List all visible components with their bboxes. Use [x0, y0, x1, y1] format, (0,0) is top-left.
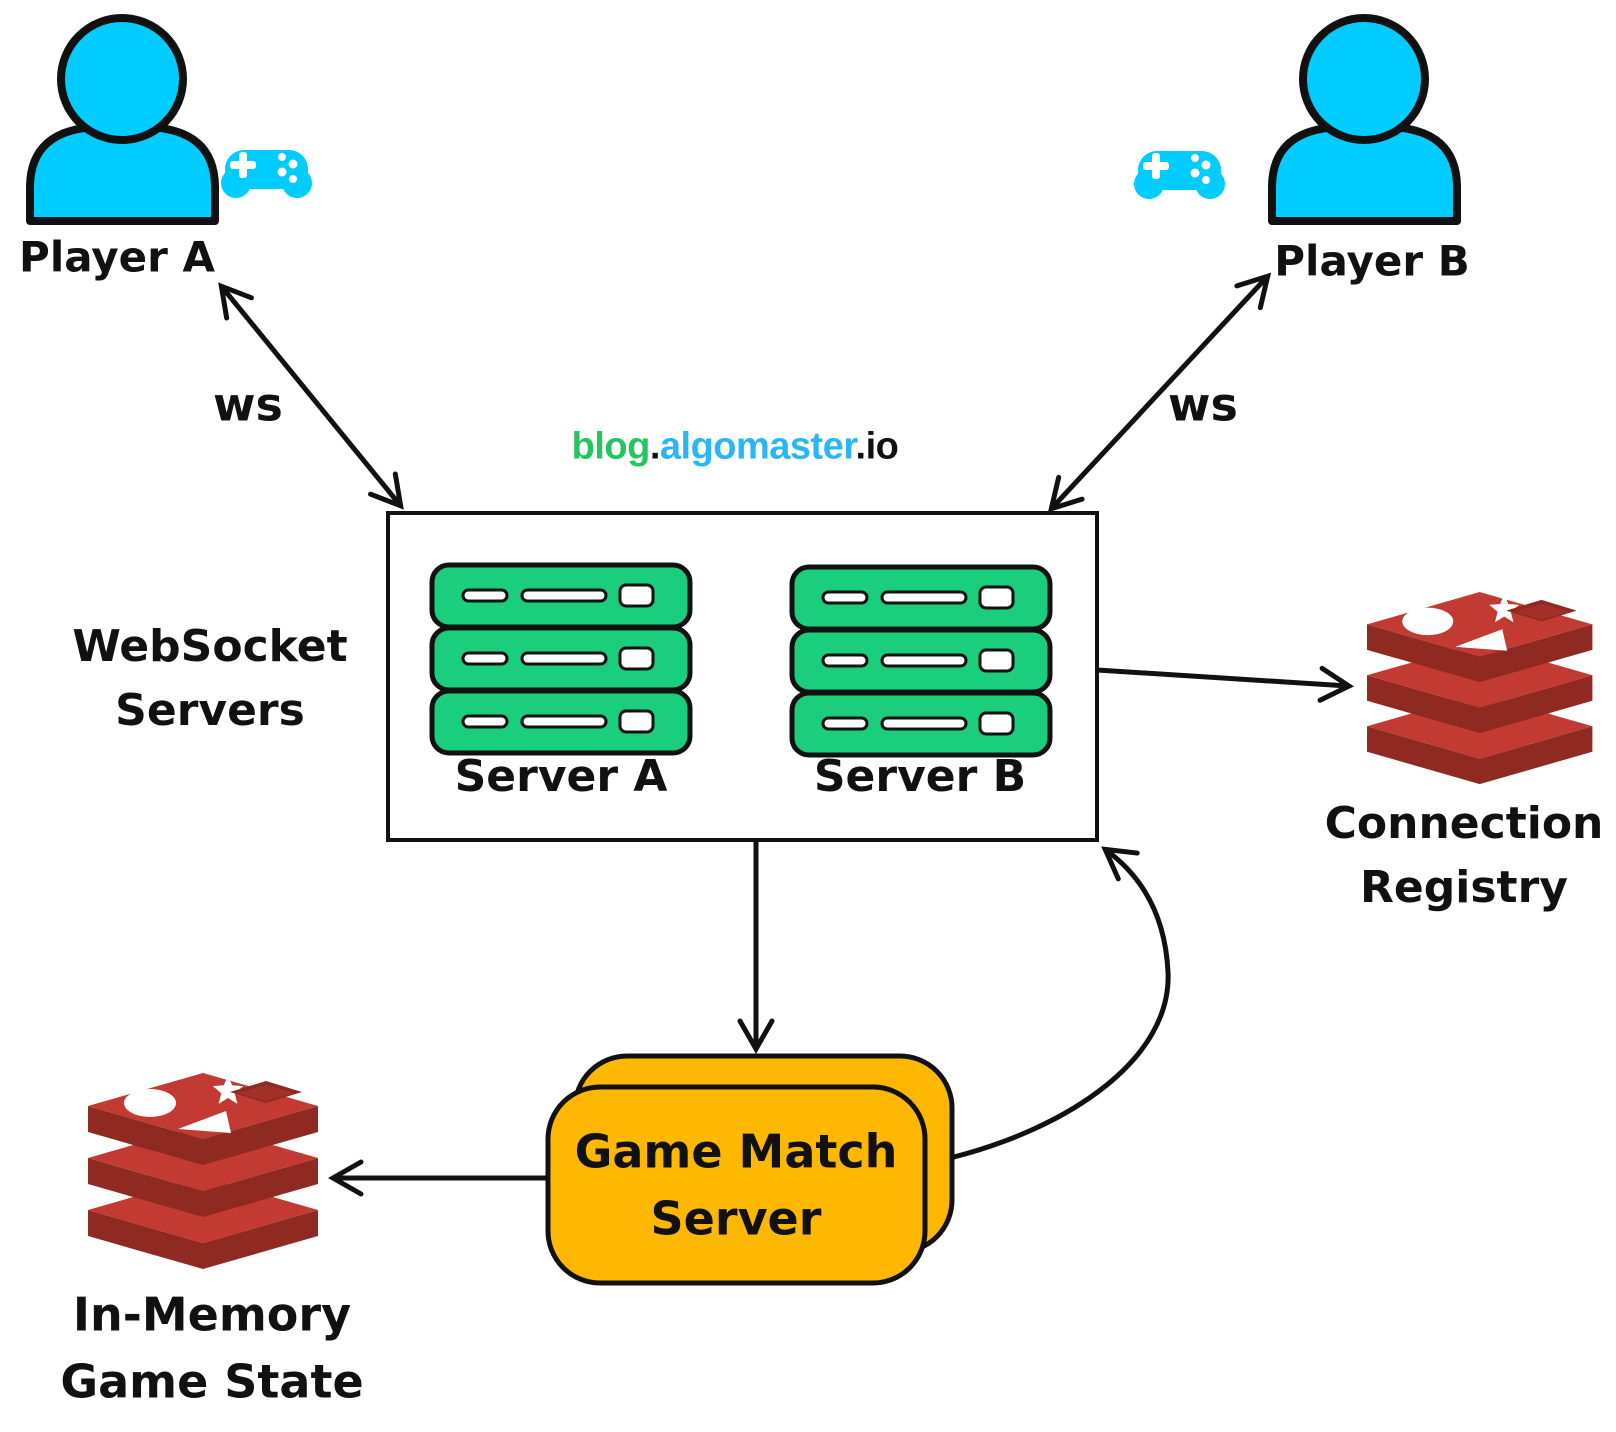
match-to-websocket-arrow [947, 846, 1171, 1161]
player-b-label: Player B [1274, 236, 1470, 286]
game-match-server-label: Game Match Server [575, 1118, 898, 1251]
ws-connection-arrow-a [218, 282, 404, 510]
registry-arrow [1094, 665, 1355, 703]
redis-database-icon-game-state [88, 1073, 318, 1269]
in-memory-game-state-label: In-Memory Game State [60, 1281, 363, 1414]
connection-registry-label: Connection Registry [1325, 792, 1604, 920]
site-badge-name: algomaster [659, 425, 856, 468]
ws-label-a: ws [213, 377, 283, 432]
ws-connection-arrow-b [1047, 272, 1272, 513]
site-badge-dot1: . [649, 425, 661, 468]
connection-registry-label-line1: Connection [1324, 798, 1604, 850]
in-memory-game-state-label-line1: In-Memory [72, 1287, 352, 1342]
player-a-person-icon [30, 18, 215, 221]
site-badge: blog.algomaster.io [572, 426, 899, 469]
game-match-server-label-line2: Server [650, 1191, 822, 1245]
player-a-label: Player A [19, 232, 215, 282]
connection-registry-label-line2: Registry [1360, 862, 1568, 913]
game-match-server-label-line1: Game Match [574, 1124, 898, 1179]
site-badge-blog: blog [571, 425, 651, 468]
server-b-rack-icon [792, 567, 1050, 755]
redis-database-icon-connection-registry [1367, 592, 1593, 785]
site-badge-tld: io [865, 425, 899, 468]
ws-label-b: ws [1168, 377, 1238, 432]
server-b-label: Server B [813, 751, 1027, 803]
player-b-gamepad-icon [1134, 151, 1225, 199]
in-memory-game-state-label-line2: Game State [60, 1354, 364, 1408]
site-badge-dot2: . [855, 425, 867, 468]
server-a-rack-icon [432, 565, 690, 753]
websocket-servers-title: WebSocket Servers [72, 615, 347, 743]
server-a-label: Server A [454, 751, 668, 803]
websocket-servers-title-line1: WebSocket [72, 621, 348, 673]
game-match-server-box [545, 1084, 928, 1286]
websocket-servers-title-line2: Servers [115, 685, 305, 736]
player-b-person-icon [1272, 18, 1457, 221]
player-a-gamepad-icon [221, 150, 312, 198]
